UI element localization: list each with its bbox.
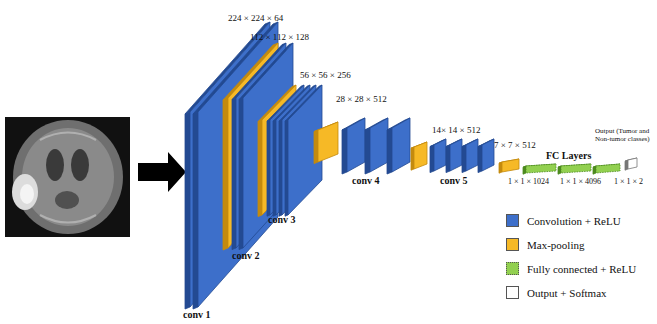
legend-text: Fully connected + ReLU (527, 262, 636, 276)
dimension-label: 1 × 1 × 2 (614, 178, 643, 187)
layer-slab (596, 164, 620, 173)
dimension-label: 28 × 28 × 512 (336, 95, 387, 105)
dimension-label: 224 × 224 × 64 (228, 14, 283, 24)
dimension-label: 7 × 7 × 512 (494, 141, 536, 151)
layer-slab (347, 118, 365, 172)
layer-slab (288, 85, 322, 215)
output-note: Output (Tumor and Non-tumor classes) (595, 128, 653, 143)
legend-swatch (506, 286, 519, 299)
layer-slab (446, 145, 450, 173)
legend-text: Output + Softmax (527, 286, 607, 300)
layer-slab (342, 128, 347, 174)
layer-slab (267, 120, 270, 216)
layer-slab (430, 145, 434, 173)
layer-slab (387, 128, 392, 174)
layer-slab (466, 139, 478, 171)
layer-slab (450, 139, 462, 171)
layer-slab (318, 122, 338, 162)
layer-slab (434, 139, 446, 171)
block-name: conv 5 (440, 175, 468, 186)
layer-slab (279, 120, 282, 216)
layer-slab (478, 145, 482, 173)
dimension-label: 14× 14 × 512 (432, 126, 480, 136)
layer-slab (628, 158, 637, 169)
layer-slab (526, 164, 556, 173)
layer-slab (239, 98, 243, 250)
dimension-label: 112 × 112 × 128 (250, 33, 309, 43)
block-name: conv 1 (183, 309, 211, 320)
layer-slab (561, 164, 591, 173)
legend-swatch (506, 238, 519, 251)
layer-slab (462, 145, 466, 173)
block-name: conv 2 (232, 250, 260, 261)
layer-slab (285, 120, 288, 216)
mri-image (5, 117, 130, 237)
layer-slab (625, 160, 628, 170)
layer-slab (502, 159, 519, 172)
layer-slab (370, 118, 388, 172)
group-name: FC Layers (546, 150, 591, 161)
legend-text: Convolution + ReLU (527, 214, 621, 228)
dimension-label: 1 × 1 × 1024 (508, 178, 549, 187)
layer-slab (273, 120, 276, 216)
layer-slab (392, 118, 410, 172)
layer-slab (314, 130, 318, 164)
legend-swatch (506, 262, 519, 275)
block-name: conv 3 (268, 214, 296, 225)
layer-slab (482, 139, 494, 171)
dimension-label: 1 × 1 × 4096 (560, 178, 601, 187)
legend-text: Max-pooling (527, 238, 584, 252)
layer-slab (499, 162, 502, 173)
layer-slab (365, 128, 370, 174)
layer-slab (411, 147, 414, 170)
layer-slab (232, 98, 236, 250)
layer-slab (414, 142, 427, 169)
layer-blocks (185, 22, 637, 309)
layer-slab (223, 98, 228, 250)
layer-slab (258, 120, 262, 217)
dimension-label: 56 × 56 × 256 (300, 71, 351, 81)
input-arrow (138, 152, 186, 192)
layer-slab (185, 112, 190, 309)
layer-slab (193, 112, 198, 309)
block-name: conv 4 (352, 175, 380, 186)
legend-swatch (506, 214, 519, 227)
